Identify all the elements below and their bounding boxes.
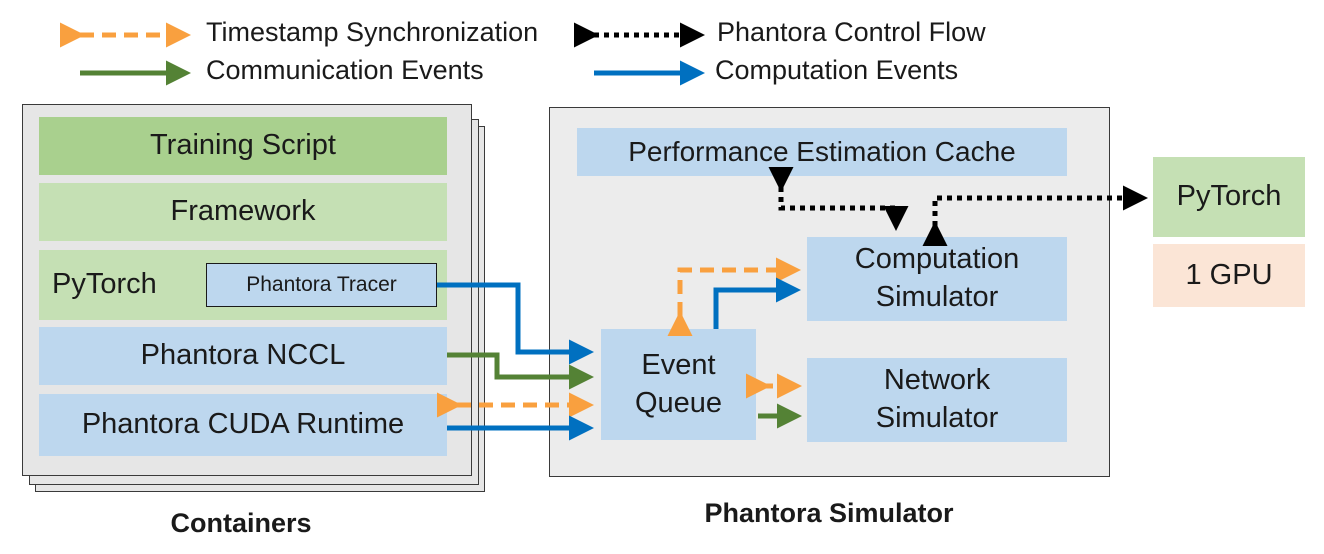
tracer-to-queue-arrow: [437, 282, 594, 365]
legend-control-flow-label: Phantora Control Flow: [717, 17, 986, 47]
legend-computation-label: Computation Events: [715, 55, 959, 85]
event-queue-label-2: Queue: [634, 386, 723, 419]
performance-cache-label: Performance Estimation Cache: [628, 135, 1016, 167]
phantora-cuda-runtime-label: Phantora CUDA Runtime: [81, 408, 405, 441]
framework-box: Framework: [39, 183, 447, 241]
external-pytorch-label: PyTorch: [1176, 180, 1282, 213]
event-queue-box: Event Queue: [601, 329, 756, 440]
legend-communication-label: Communication Events: [206, 55, 484, 85]
computation-pytorch-control-arrow: [922, 185, 1148, 246]
computation-simulator-label-1: Computation: [854, 243, 1020, 276]
phantora-tracer-box: Phantora Tracer: [206, 263, 437, 307]
computation-simulator-label-2: Simulator: [875, 281, 999, 313]
queue-computation-sync-arrow: [667, 257, 801, 336]
phantora-tracer-label: Phantora Tracer: [246, 273, 397, 297]
queue-to-computation-arrow: [713, 277, 801, 329]
legend-timestamp-sync-label: Timestamp Synchronization: [206, 17, 539, 47]
pytorch-label: PyTorch: [52, 268, 157, 301]
network-simulator-box: Network Simulator: [807, 358, 1067, 442]
framework-label: Framework: [170, 195, 316, 228]
cache-computation-control-arrow: [768, 167, 909, 231]
computation-simulator-box: Computation Simulator: [807, 237, 1067, 321]
phantora-nccl-label: Phantora NCCL: [140, 339, 346, 372]
network-simulator-label-2: Simulator: [875, 402, 999, 434]
network-simulator-label-1: Network: [883, 364, 991, 397]
gpu-label: 1 GPU: [1185, 258, 1273, 291]
simulator-caption: Phantora Simulator: [704, 498, 954, 528]
containers-caption: Containers: [170, 508, 312, 538]
training-script-label: Training Script: [150, 129, 336, 162]
training-script-box: Training Script: [39, 117, 447, 175]
event-queue-label-1: Event: [641, 348, 716, 381]
phantora-nccl-box: Phantora NCCL: [39, 327, 447, 385]
phantora-cuda-runtime-box: Phantora CUDA Runtime: [39, 394, 447, 456]
external-pytorch-box: PyTorch: [1153, 157, 1305, 237]
nccl-to-queue-arrow: [447, 352, 594, 390]
gpu-box: 1 GPU: [1153, 244, 1305, 307]
